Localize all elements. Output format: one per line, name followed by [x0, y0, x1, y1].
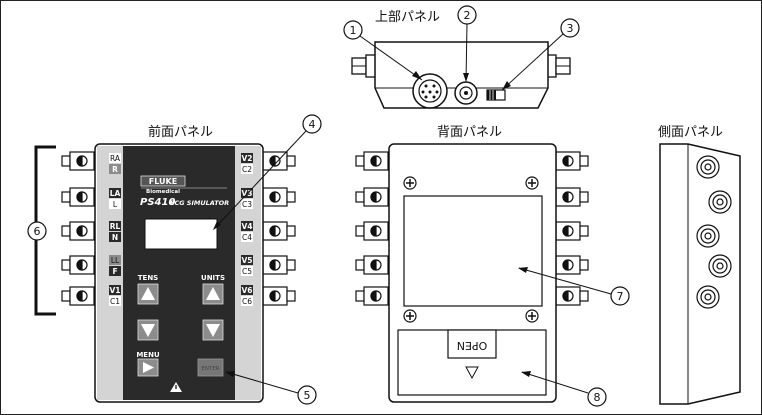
- units-label: UNITS: [201, 274, 225, 282]
- svg-text:ENTER: ENTER: [201, 366, 219, 372]
- back-left-connectors: [355, 151, 389, 306]
- lead-v4-label: V4: [241, 222, 252, 231]
- callout-1: 1: [343, 20, 423, 81]
- callout-6: 6: [27, 221, 47, 241]
- callout-4: 4: [213, 114, 322, 230]
- svg-text:8: 8: [594, 391, 601, 404]
- tens-up-button[interactable]: [137, 283, 159, 305]
- battery-door[interactable]: OPEN: [397, 329, 547, 396]
- svg-text:1: 1: [350, 24, 357, 37]
- lead-rl-label: RL: [110, 222, 121, 231]
- screw-icon: [403, 176, 417, 190]
- lead-v1-label: V1: [109, 286, 120, 295]
- brand-sub: Biomedical: [146, 189, 180, 195]
- callout-3: 3: [501, 18, 580, 91]
- fluke-logo: FLUKE Biomedical: [140, 175, 227, 195]
- screw-icon: [525, 309, 539, 323]
- front-right-connectors: [262, 151, 296, 306]
- callout-7: 7: [518, 267, 630, 306]
- front-left-connectors: [61, 151, 95, 306]
- dc-power-jack: [454, 81, 478, 105]
- lead-c5-label: C5: [242, 267, 252, 276]
- side-jack: [696, 155, 720, 179]
- front-panel: RA R LA L RL N LL F V1 C1 V2 C2 V3 C3 V4…: [94, 143, 264, 403]
- left-lead-labels: RA R LA L RL N LL F V1 C1: [109, 153, 121, 306]
- lead-c2-label: C2: [242, 165, 252, 174]
- callout-8: 8: [521, 371, 607, 407]
- menu-label: MENU: [136, 351, 160, 359]
- lead-l-label: L: [113, 200, 118, 209]
- svg-text:2: 2: [464, 9, 471, 22]
- side-panel-title: 側面パネル: [658, 125, 723, 140]
- lead-f-label: F: [112, 267, 117, 276]
- back-right-connectors: [555, 151, 589, 306]
- screw-icon: [525, 176, 539, 190]
- lead-v6-label: V6: [241, 286, 252, 295]
- callout-5: 5: [225, 371, 317, 405]
- units-up-button[interactable]: [202, 283, 224, 305]
- brand-name: FLUKE: [149, 177, 177, 186]
- lead-la-label: LA: [110, 189, 121, 198]
- lead-v2-label: V2: [241, 154, 252, 163]
- side-panel: [659, 143, 741, 405]
- front-panel-title: 前面パネル: [148, 124, 213, 140]
- warning-icon: [170, 382, 182, 392]
- rear-label-area: [403, 195, 543, 307]
- model-name: PS410: [140, 197, 175, 208]
- right-lead-labels: V2 C2 V3 C3 V4 C4 V5 C5 V6 C6: [241, 153, 253, 306]
- side-jack: [696, 224, 720, 248]
- side-jack: [708, 254, 732, 278]
- svg-text:7: 7: [617, 290, 624, 303]
- top-panel-title: 上部パネル: [375, 10, 440, 25]
- lead-c6-label: C6: [242, 297, 252, 306]
- back-panel-title: 背面パネル: [437, 125, 502, 140]
- lead-r-label: R: [112, 165, 118, 174]
- arrow-right-icon: [143, 362, 154, 373]
- open-label: OPEN: [457, 339, 487, 352]
- top-panel: 上部パネル: [351, 10, 571, 109]
- menu-button[interactable]: [137, 358, 159, 377]
- svg-text:3: 3: [567, 22, 574, 35]
- arrow-down-icon: [206, 324, 220, 337]
- lead-c1-label: C1: [110, 297, 120, 306]
- model-desc: ECG SIMULATOR: [170, 199, 229, 207]
- round-multipin-connector: [412, 73, 448, 109]
- lead-c4-label: C4: [242, 233, 252, 242]
- lead-ll-label: LL: [111, 256, 120, 265]
- units-down-button[interactable]: [202, 319, 224, 341]
- arrow-up-icon: [141, 287, 155, 300]
- callout-2: 2: [457, 5, 477, 82]
- lead-n-label: N: [112, 233, 118, 242]
- svg-text:5: 5: [304, 389, 311, 402]
- back-panel: OPEN: [388, 143, 557, 403]
- enter-button[interactable]: ENTER: [197, 358, 224, 377]
- tens-label: TENS: [138, 274, 158, 282]
- power-switch: [486, 89, 506, 101]
- lead-ra-label: RA: [110, 154, 121, 163]
- front-dark-faceplate: [123, 146, 235, 400]
- tens-down-button[interactable]: [137, 319, 159, 341]
- lead-v5-label: V5: [241, 256, 252, 265]
- lcd-display: [144, 218, 218, 250]
- arrow-up-icon: [206, 287, 220, 300]
- side-jack: [696, 285, 720, 309]
- svg-text:4: 4: [309, 118, 316, 131]
- svg-text:6: 6: [34, 225, 41, 238]
- arrow-down-icon: [141, 324, 155, 337]
- triangle-down-icon: [465, 366, 479, 380]
- lead-c3-label: C3: [242, 200, 252, 209]
- screw-icon: [403, 309, 417, 323]
- side-jack: [708, 190, 732, 214]
